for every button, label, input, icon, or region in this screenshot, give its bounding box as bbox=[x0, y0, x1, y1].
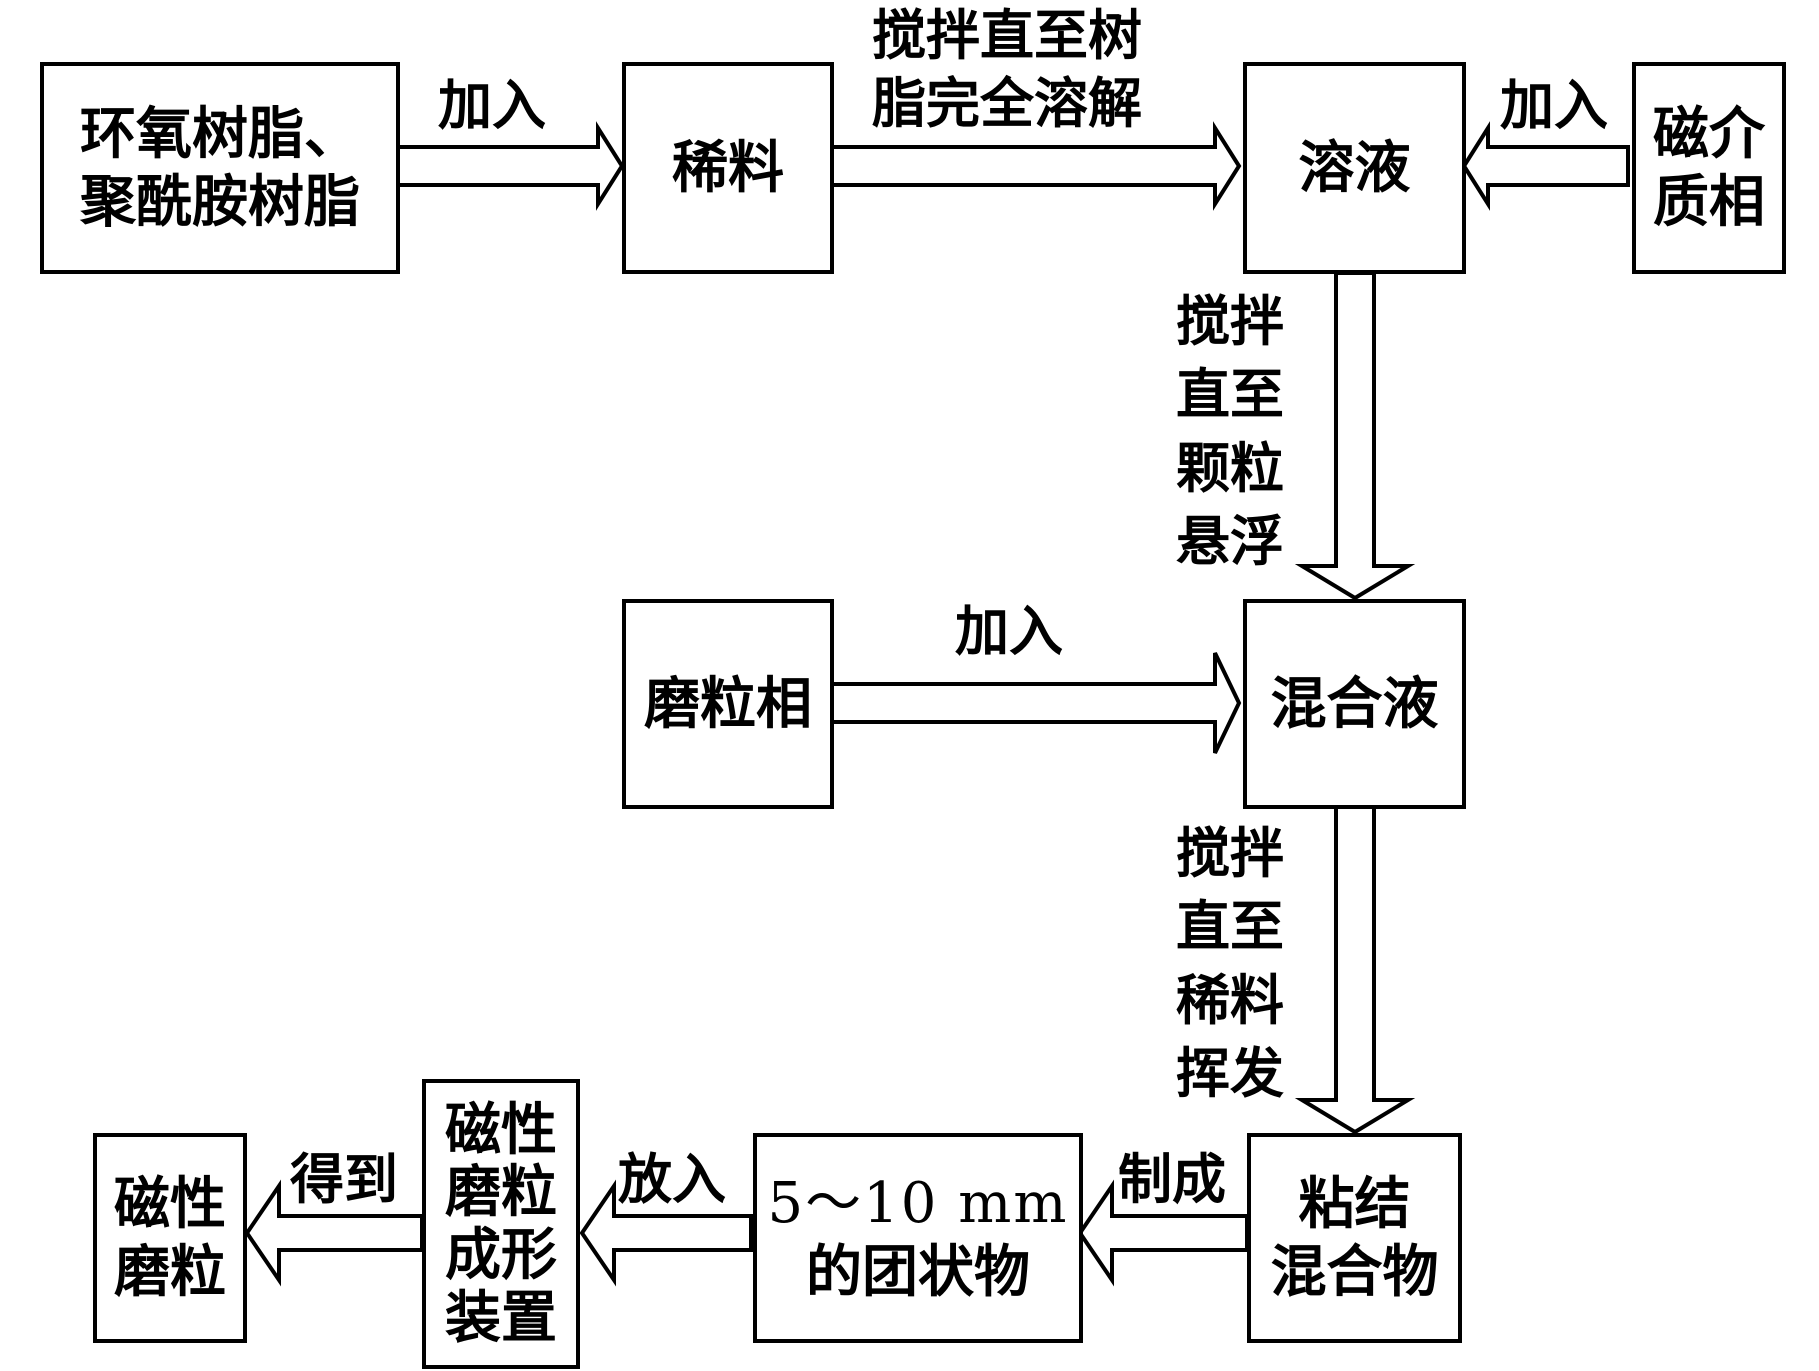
label-mixture-to-binder-line1: 搅拌 bbox=[1176, 821, 1284, 885]
node-magnetic-abrasive-line2: 磨粒 bbox=[114, 1239, 226, 1305]
arrow-abrasive-to-mixture bbox=[830, 652, 1242, 754]
node-forming-device-line4: 装置 bbox=[445, 1284, 557, 1351]
arrow-solution-to-mixture bbox=[1294, 271, 1416, 601]
label-binder-to-lumps: 制成 bbox=[1118, 1147, 1226, 1211]
label-mixture-to-binder-line3: 稀料 bbox=[1176, 967, 1284, 1032]
label-solution-to-mixture-line1: 搅拌 bbox=[1176, 289, 1284, 353]
label-solution-to-mixture-line3: 颗粒 bbox=[1176, 435, 1284, 500]
node-diluent-line1: 稀料 bbox=[672, 134, 784, 201]
node-forming-device-line3: 成形 bbox=[445, 1222, 557, 1288]
label-abrasive-to-mixture: 加入 bbox=[955, 599, 1063, 663]
node-diluent: 稀料 bbox=[622, 62, 834, 274]
node-magnetic-abrasive-line1: 磁性 bbox=[114, 1170, 226, 1237]
arrow-binder-to-lumps bbox=[1077, 1179, 1249, 1287]
label-resins-to-diluent: 加入 bbox=[438, 73, 546, 137]
node-abrasive-phase: 磨粒相 bbox=[622, 599, 834, 809]
arrow-diluent-to-solution bbox=[830, 121, 1242, 211]
node-resins-line2: 聚酰胺树脂 bbox=[80, 169, 360, 235]
label-device-to-abrasive: 得到 bbox=[290, 1147, 398, 1211]
label-mixture-to-binder-line4: 挥发 bbox=[1176, 1041, 1284, 1106]
node-forming-device-line1: 磁性 bbox=[445, 1096, 557, 1163]
label-diluent-to-solution: 搅拌直至树 脂完全溶解 bbox=[872, 2, 1142, 137]
node-forming-device-line2: 磨粒 bbox=[445, 1159, 557, 1226]
node-binder-mix-line1: 粘结 bbox=[1298, 1170, 1411, 1237]
node-mixture: 混合液 bbox=[1243, 599, 1466, 809]
node-binder-mix-line2: 混合物 bbox=[1270, 1239, 1439, 1305]
node-lumps-line1: 5～10 mm bbox=[767, 1170, 1069, 1236]
node-forming-device: 磁性 磨粒 成形 装置 bbox=[422, 1079, 580, 1369]
node-binder-mix: 粘结 混合物 bbox=[1247, 1133, 1462, 1343]
node-resins: 环氧树脂、 聚酰胺树脂 bbox=[40, 62, 400, 274]
arrow-lumps-to-device bbox=[579, 1179, 753, 1287]
label-mixture-to-binder: 搅拌 直至 稀料 挥发 bbox=[1176, 817, 1284, 1111]
node-magnetic-phase-line2: 质相 bbox=[1653, 169, 1765, 235]
label-diluent-to-solution-line2: 脂完全溶解 bbox=[872, 70, 1142, 135]
label-diluent-to-solution-line1: 搅拌直至树 bbox=[872, 3, 1142, 67]
label-solution-to-mixture-line4: 悬浮 bbox=[1176, 509, 1284, 574]
label-solution-to-mixture-line2: 直至 bbox=[1176, 362, 1284, 427]
node-lumps: 5～10 mm 的团状物 bbox=[753, 1133, 1083, 1343]
arrow-resins-to-diluent bbox=[396, 121, 625, 211]
node-magnetic-phase-line1: 磁介 bbox=[1653, 100, 1765, 167]
node-solution-line1: 溶液 bbox=[1298, 134, 1411, 201]
label-mixture-to-binder-line2: 直至 bbox=[1176, 894, 1284, 959]
node-magnetic-phase: 磁介 质相 bbox=[1632, 62, 1786, 274]
label-solution-to-mixture: 搅拌 直至 颗粒 悬浮 bbox=[1176, 285, 1284, 579]
arrow-magnetic-to-solution bbox=[1461, 121, 1630, 211]
node-abrasive-phase-line1: 磨粒相 bbox=[644, 670, 812, 737]
arrow-mixture-to-binder bbox=[1294, 804, 1416, 1135]
node-solution: 溶液 bbox=[1243, 62, 1466, 274]
node-lumps-line2: 的团状物 bbox=[806, 1239, 1030, 1305]
node-resins-line1: 环氧树脂、 bbox=[80, 100, 360, 167]
label-lumps-to-device: 放入 bbox=[618, 1147, 726, 1211]
node-mixture-line1: 混合液 bbox=[1270, 670, 1439, 737]
node-magnetic-abrasive: 磁性 磨粒 bbox=[93, 1133, 247, 1343]
arrow-device-to-abrasive bbox=[244, 1179, 424, 1287]
label-magnetic-to-solution: 加入 bbox=[1500, 73, 1608, 137]
